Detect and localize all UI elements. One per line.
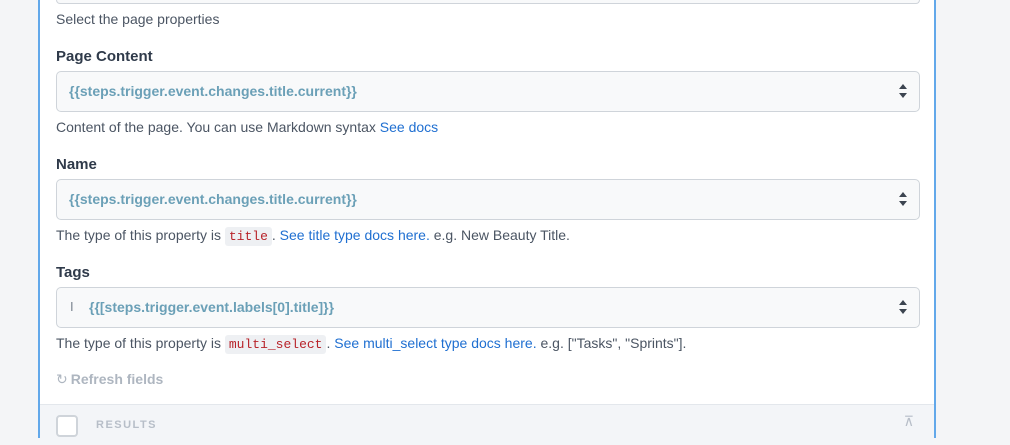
page-content-value: {{steps.trigger.event.changes.title.curr… [69,83,357,99]
name-value: {{steps.trigger.event.changes.title.curr… [69,191,357,207]
tags-type-code: multi_select [224,335,327,354]
refresh-label: Refresh fields [70,371,164,387]
select-caret-icon [899,300,907,314]
name-help: The type of this property is title. See … [56,227,570,246]
step-config-panel: Select the page properties Page Content … [38,0,936,445]
tags-help-example: e.g. ["Tasks", "Sprints"]. [540,335,687,351]
tags-help: The type of this property is multi_selec… [56,335,687,354]
page-content-help-text: Content of the page. You can use Markdow… [56,119,376,135]
page-content-help: Content of the page. You can use Markdow… [56,119,438,135]
results-label: RESULTS [96,419,158,431]
refresh-icon: ↻ [56,371,68,387]
select-caret-icon [899,84,907,98]
name-type-code: title [224,227,272,246]
tags-label: Tags [56,264,90,281]
results-section-header[interactable]: RESULTS ⊼ [40,404,934,445]
tags-help-prefix: The type of this property is [56,335,221,351]
name-label: Name [56,156,97,173]
text-cursor-icon: Ι [70,299,74,314]
page-content-label: Page Content [56,48,153,65]
tags-value: {{[steps.trigger.event.labels[0].title]}… [89,299,335,315]
page-content-docs-link[interactable]: See docs [379,119,439,135]
title-type-docs-link[interactable]: See title type docs here. [279,227,430,243]
refresh-fields-button[interactable]: ↻Refresh fields [56,371,163,388]
tags-select[interactable]: Ι {{[steps.trigger.event.labels[0].title… [56,287,920,328]
results-checkbox[interactable] [56,415,78,437]
select-properties-help: Select the page properties [56,11,220,27]
pin-icon[interactable]: ⊼ [903,413,914,429]
name-help-example: e.g. New Beauty Title. [433,227,570,243]
select-caret-icon [899,192,907,206]
name-select[interactable]: {{steps.trigger.event.changes.title.curr… [56,179,920,220]
name-help-prefix: The type of this property is [56,227,221,243]
page-content-select[interactable]: {{steps.trigger.event.changes.title.curr… [56,71,920,112]
multi-select-type-docs-link[interactable]: See multi_select type docs here. [334,335,537,351]
previous-field-bottom [56,0,920,4]
